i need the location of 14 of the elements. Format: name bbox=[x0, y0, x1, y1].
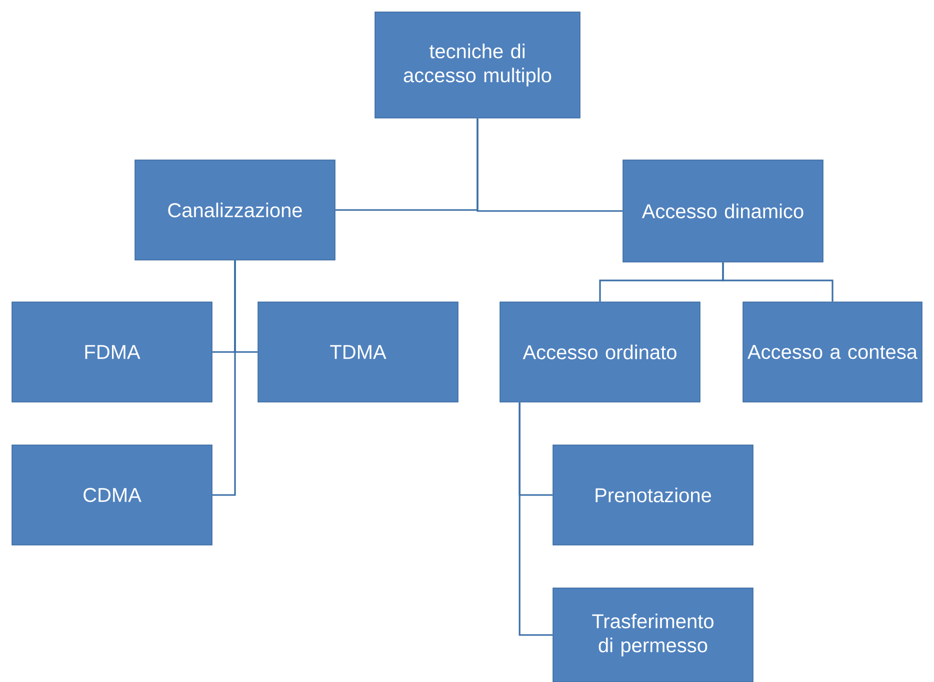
process-box: Prenotazione bbox=[552, 444, 754, 546]
process-box: Accesso ordinato bbox=[500, 302, 700, 402]
process-box: Accesso dinamico bbox=[622, 160, 824, 262]
process-box: FDMA bbox=[12, 302, 212, 402]
process-box: CDMA bbox=[12, 444, 212, 546]
connector-line bbox=[476, 118, 623, 212]
process-box: Canalizzazione bbox=[134, 160, 336, 260]
process-box: TDMA bbox=[258, 302, 458, 402]
connector-line bbox=[518, 402, 553, 636]
process-box: tecniche di accesso multiplo bbox=[374, 12, 580, 118]
process-box: Accesso a contesa bbox=[742, 302, 922, 402]
connector-line bbox=[722, 262, 834, 302]
connector-line bbox=[212, 260, 236, 496]
process-box: Trasferimento di permesso bbox=[552, 588, 754, 682]
